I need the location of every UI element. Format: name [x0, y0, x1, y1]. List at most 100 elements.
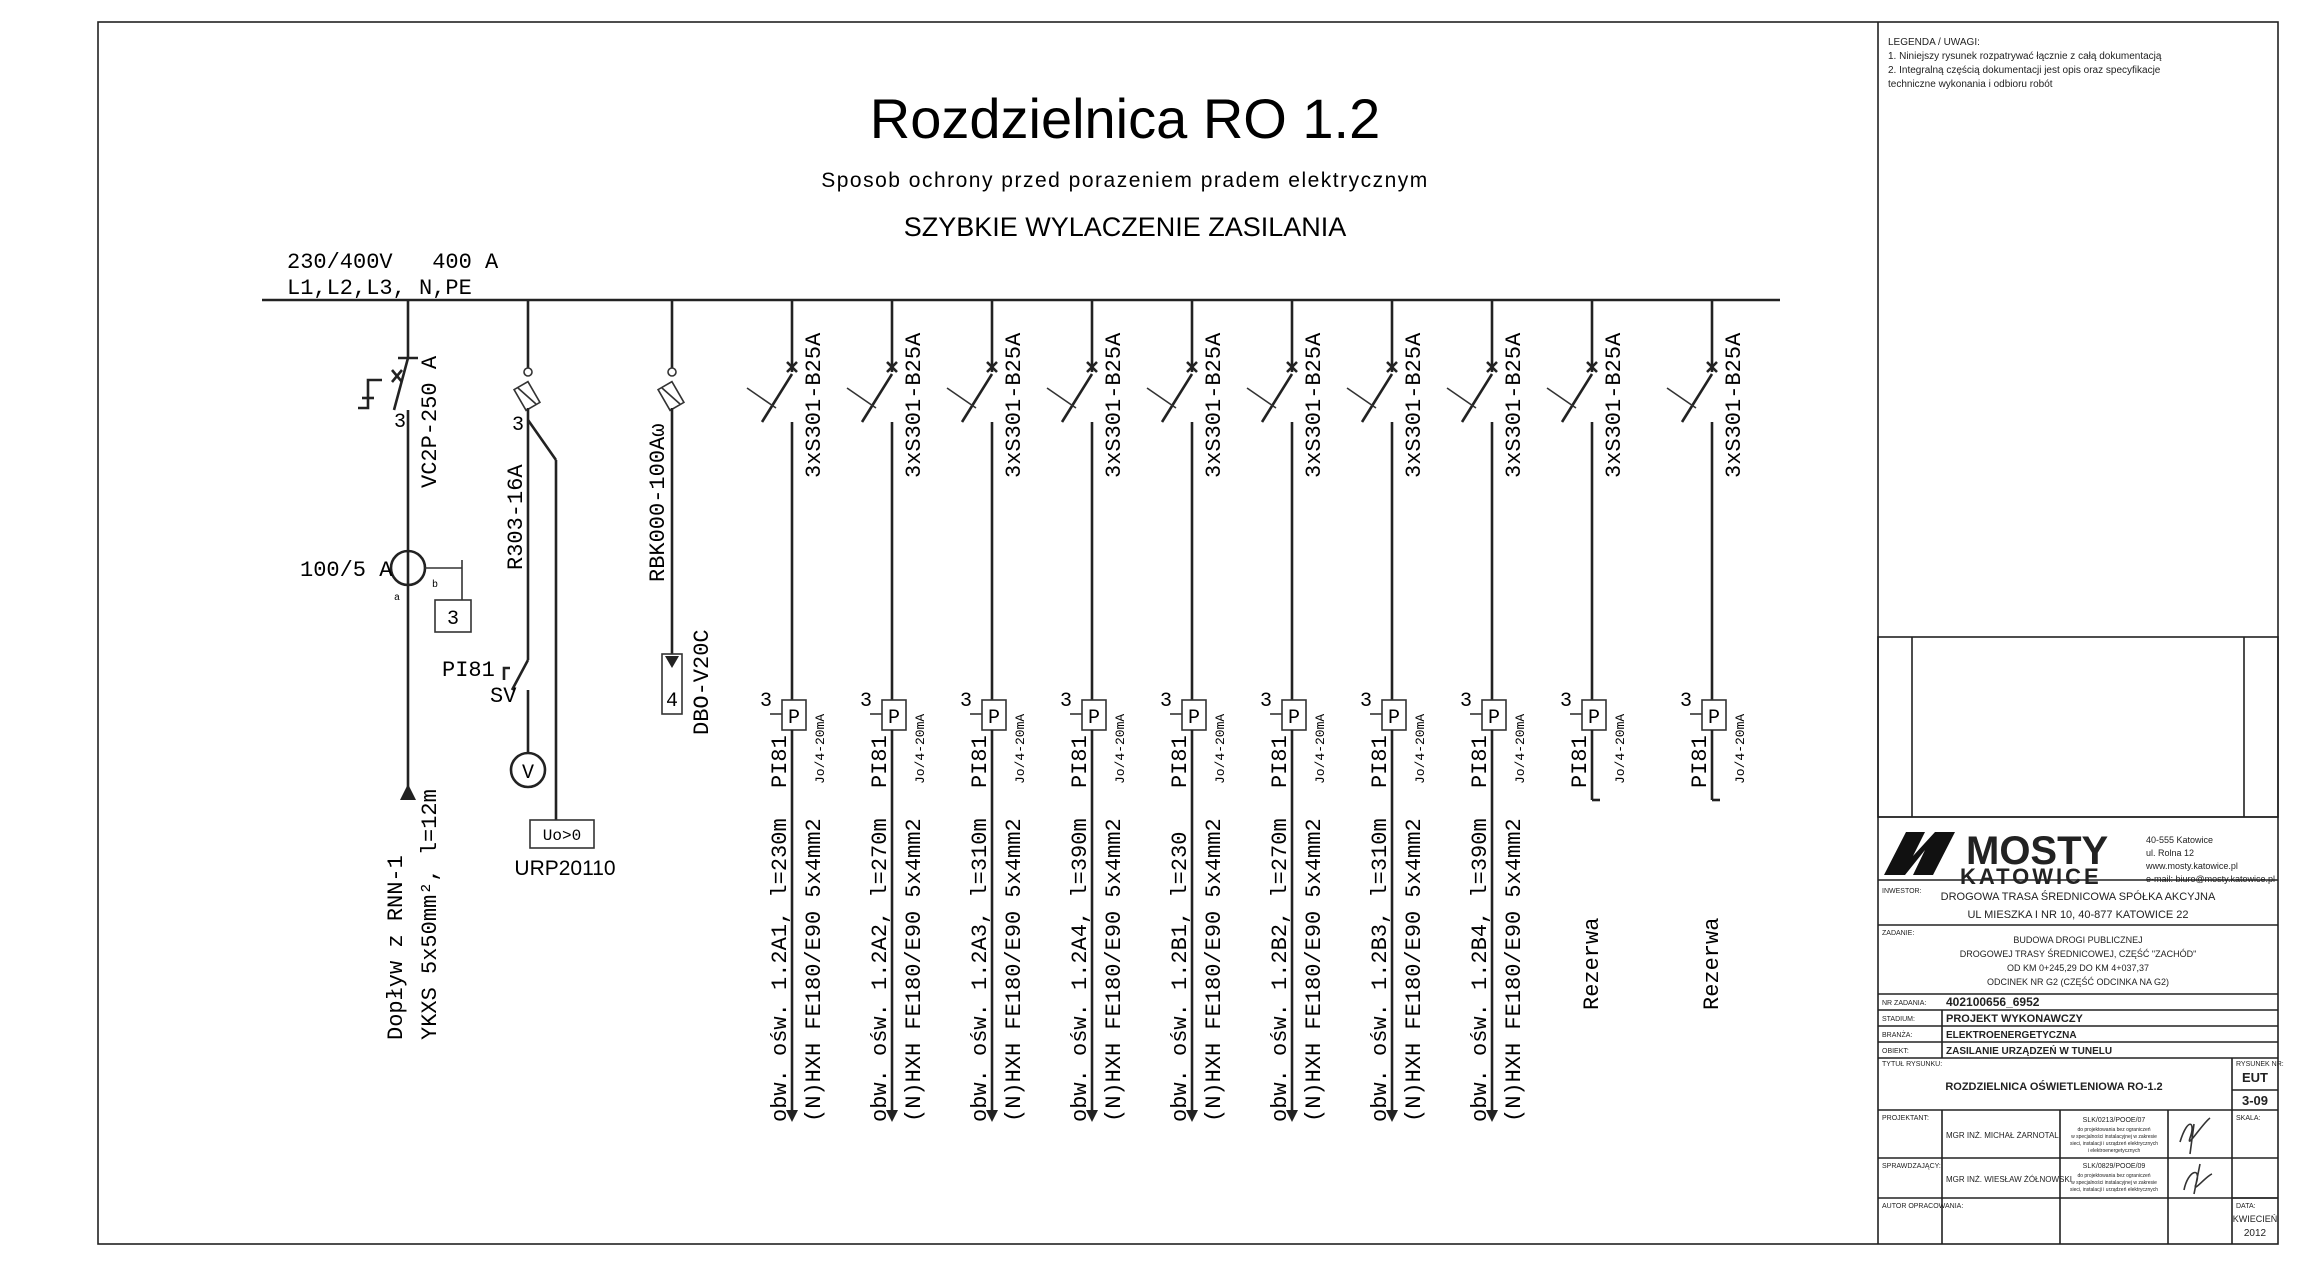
voltage-relay: Uo>0 — [543, 827, 581, 845]
circuit-cable: (N)HXH FE180/E90 5x4mm2 — [1402, 818, 1427, 1122]
voltmeter-switch-sv: SV — [490, 684, 517, 709]
signal-label: Jo/4-20mA — [1213, 714, 1228, 784]
breaker-cross — [986, 361, 998, 373]
tytul-label: TYTUŁ RYSUNKU: — [1882, 1061, 1942, 1068]
main-poles: 3 — [394, 411, 406, 434]
circuit-poles: 3 — [1060, 690, 1072, 713]
signal-label: Jo/4-20mA — [1113, 714, 1128, 784]
projektant: MGR INŻ. MICHAŁ ŻARNOTAL — [1946, 1131, 2059, 1140]
breaker-cross — [786, 361, 798, 373]
switch-label: PI81 — [868, 735, 893, 788]
ct-terminal-b: b — [432, 579, 438, 591]
projektant-uprawnienia-desc: do projektowania bez ograniczeń w specja… — [2070, 1127, 2158, 1154]
drawing-title: Rozdzielnica RO 1.2 — [870, 87, 1380, 150]
circuit-name: obw. ośw. 1.2A3, l=310m — [968, 818, 993, 1122]
p-box-label: P — [1708, 707, 1720, 730]
branza-label: BRANŻA: — [1882, 1030, 1912, 1039]
breaker-actuator — [1666, 387, 1697, 409]
switch-label: PI81 — [1568, 735, 1593, 788]
circuit-name: obw. ośw. 1.2A2, l=270m — [868, 818, 893, 1122]
zadanie-2: DROGOWEJ TRASY ŚREDNICOWEJ, CZĘŚĆ "ZACHÓ… — [1960, 948, 2197, 959]
circuit-name: obw. ośw. 1.2B3, l=310m — [1368, 818, 1393, 1122]
signal-label: Jo/4-20mA — [1513, 714, 1528, 784]
breaker-actuator — [1246, 387, 1277, 409]
logo-mosty: MOSTY — [1966, 829, 2109, 873]
breaker-label: 3xS301-B25A — [1302, 332, 1327, 478]
breaker-cross — [1086, 361, 1098, 373]
voltmeter-switch: PI81 — [442, 658, 495, 683]
sprawdzajacy: MGR INŻ. WIESŁAW ŻÓŁNOWSKI — [1946, 1175, 2072, 1184]
breaker-label: 3xS301-B25A — [1002, 332, 1027, 478]
circuit-name: obw. ośw. 1.2B2, l=270m — [1268, 818, 1293, 1122]
voltmeter-meter: V — [522, 762, 534, 785]
surge-branch — [656, 300, 686, 715]
circuit-name: Rezerwa — [1700, 918, 1725, 1010]
circuit-poles: 3 — [860, 690, 872, 713]
breaker-label: 3xS301-B25A — [1102, 332, 1127, 478]
voltmeter-fuse-label: R303-16A — [504, 464, 529, 570]
sprawdzajacy-signature — [2183, 1163, 2213, 1195]
projektant-label: PROJEKTANT: — [1882, 1115, 1929, 1122]
svg-text:w specjalności instalacyjnej w: w specjalności instalacyjnej w zakresie — [2071, 1134, 2157, 1140]
svg-text:w specjalności instalacyjnej w: w specjalności instalacyjnej w zakresie — [2071, 1180, 2157, 1186]
legend-line-2: 2. Integralną częścią dokumentacji jest … — [1888, 65, 2161, 76]
skala-label: SKALA: — [2236, 1115, 2261, 1122]
circuit-poles: 3 — [1680, 690, 1692, 713]
signal-label: Jo/4-20mA — [1013, 714, 1028, 784]
switch-label: PI81 — [1268, 735, 1293, 788]
circuit-poles: 3 — [1260, 690, 1272, 713]
breaker-actuator — [746, 387, 777, 409]
date-month: KWIECIEŃ — [2233, 1214, 2278, 1224]
drawing-subtitle: Sposob ochrony przed porazeniem pradem e… — [821, 169, 1429, 192]
breaker-actuator — [946, 387, 977, 409]
ct-meter-count: 3 — [447, 608, 459, 631]
circuit-arrow — [1086, 1110, 1098, 1122]
switch-label: PI81 — [1068, 735, 1093, 788]
voltage-relay-label: URP20110 — [514, 857, 615, 880]
zadanie-label: ZADANIE: — [1882, 930, 1914, 937]
svg-text:do projektowania bez ogranicze: do projektowania bez ograniczeń — [2077, 1173, 2150, 1179]
p-box — [1281, 699, 1307, 731]
ct-terminal-a: a — [394, 593, 400, 604]
supply-voltage: 230/400V 400 A — [287, 250, 499, 275]
logo-katowice: KATOWICE — [1960, 864, 2102, 889]
inwestor-label: INWESTOR: — [1882, 888, 1922, 895]
drawing-subtitle2: SZYBKIE WYLACZENIE ZASILANIA — [904, 212, 1347, 242]
p-box-label: P — [1088, 707, 1100, 730]
circuit-cable: (N)HXH FE180/E90 5x4mm2 — [1302, 818, 1327, 1122]
addr-1: 40-555 Katowice — [2146, 835, 2213, 845]
addr-4: e-mail: biuro@mosty.katowice.pl — [2146, 874, 2275, 884]
legend-line-3: techniczne wykonania i odbioru robót — [1888, 79, 2053, 90]
breaker-label: 3xS301-B25A — [1202, 332, 1227, 478]
breaker-contact — [960, 373, 994, 423]
p-box — [1701, 699, 1727, 731]
breaker-contact — [1360, 373, 1394, 423]
breaker-cross — [1486, 361, 1498, 373]
autor-label: AUTOR OPRACOWANIA: — [1882, 1203, 1963, 1210]
addr-3: www.mosty.katowice.pl — [2145, 861, 2238, 871]
circuit-poles: 3 — [1460, 690, 1472, 713]
breaker-contact — [1680, 373, 1714, 423]
signal-label: Jo/4-20mA — [813, 714, 828, 784]
breaker-actuator — [1046, 387, 1077, 409]
breaker-label: 3xS301-B25A — [1722, 332, 1747, 478]
projektant-uprawnienia: SLK/0213/POOE/07 — [2083, 1117, 2146, 1124]
signal-label: Jo/4-20mA — [913, 714, 928, 784]
breaker-label: 3xS301-B25A — [802, 332, 827, 478]
addr-2: ul. Rolna 12 — [2146, 848, 2194, 858]
voltmeter-branch — [461, 300, 595, 849]
circuit-arrow — [986, 1110, 998, 1122]
drawing-code: EUT — [2242, 1070, 2268, 1085]
p-box — [1481, 699, 1507, 731]
breaker-cross — [1586, 361, 1598, 373]
circuit-arrow — [1186, 1110, 1198, 1122]
circuit-name: obw. ośw. 1.2A4, l=390m — [1068, 818, 1093, 1122]
circuit-poles: 3 — [760, 690, 772, 713]
nrzad-label: NR ZADANIA: — [1882, 1000, 1926, 1007]
breaker-contact — [1260, 373, 1294, 423]
zadanie-1: BUDOWA DROGI PUBLICZNEJ — [2013, 935, 2142, 945]
circuit-cable: (N)HXH FE180/E90 5x4mm2 — [1502, 818, 1527, 1122]
breaker-actuator — [1546, 387, 1577, 409]
